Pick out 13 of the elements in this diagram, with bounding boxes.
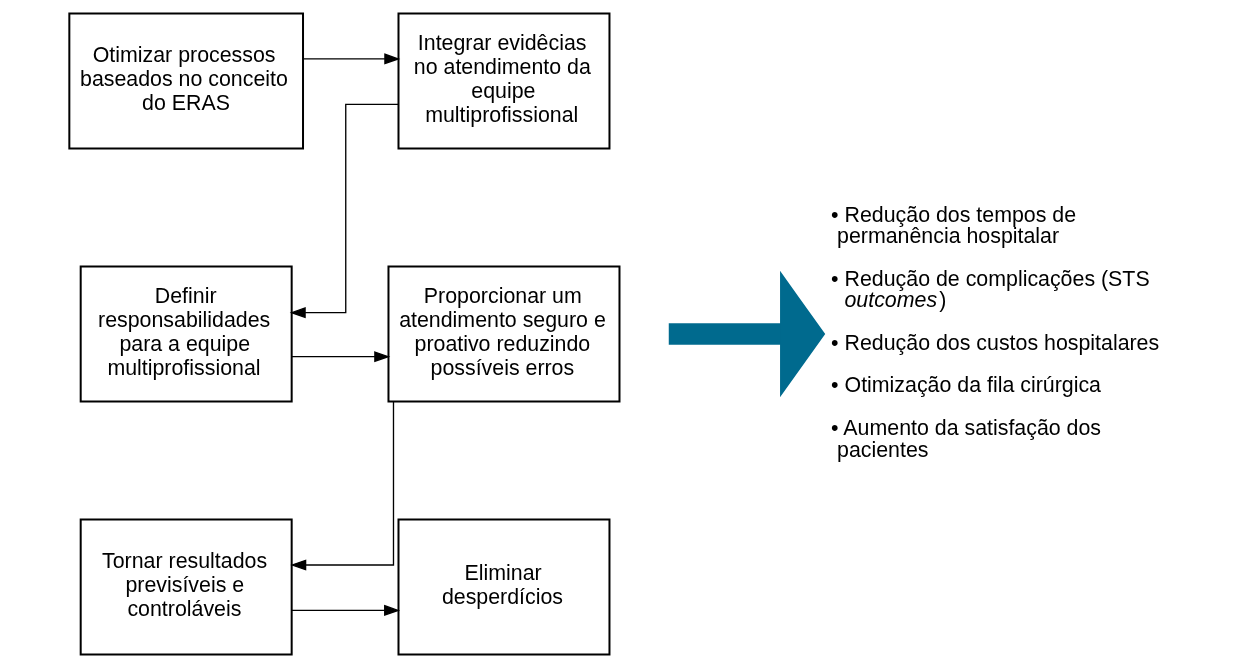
- node-box: Otimizar processos baseados no conceito do ERAS: [68, 12, 304, 150]
- arrow: [302, 53, 401, 65]
- node-box: Definir responsabilidades para a equipe multiprofissional: [79, 265, 293, 403]
- node-box: Eliminar desperdícios: [397, 518, 611, 656]
- arrow: [291, 351, 391, 363]
- arrow: [291, 604, 401, 617]
- node-box: Proporcionar um atendimento seguro e proativo reduzindo possíveis erros: [387, 265, 621, 403]
- node-box: Integrar evidêcias no atendimento da equipe multiprofissional: [397, 12, 611, 150]
- node-text: • Redução dos tempos de permanência hospitalar • Redução de complicações (STS outcomes) • Redução dos custos hospitalares • Otimização da fila cirúrgica • Aumento da satisfação dos pacientes: [831, 202, 1160, 462]
- arrow: [290, 400, 395, 571]
- arrow: [289, 103, 400, 319]
- arrow: [668, 270, 826, 398]
- node-box: Tornar resultados previsíveis e controláveis: [79, 518, 293, 656]
